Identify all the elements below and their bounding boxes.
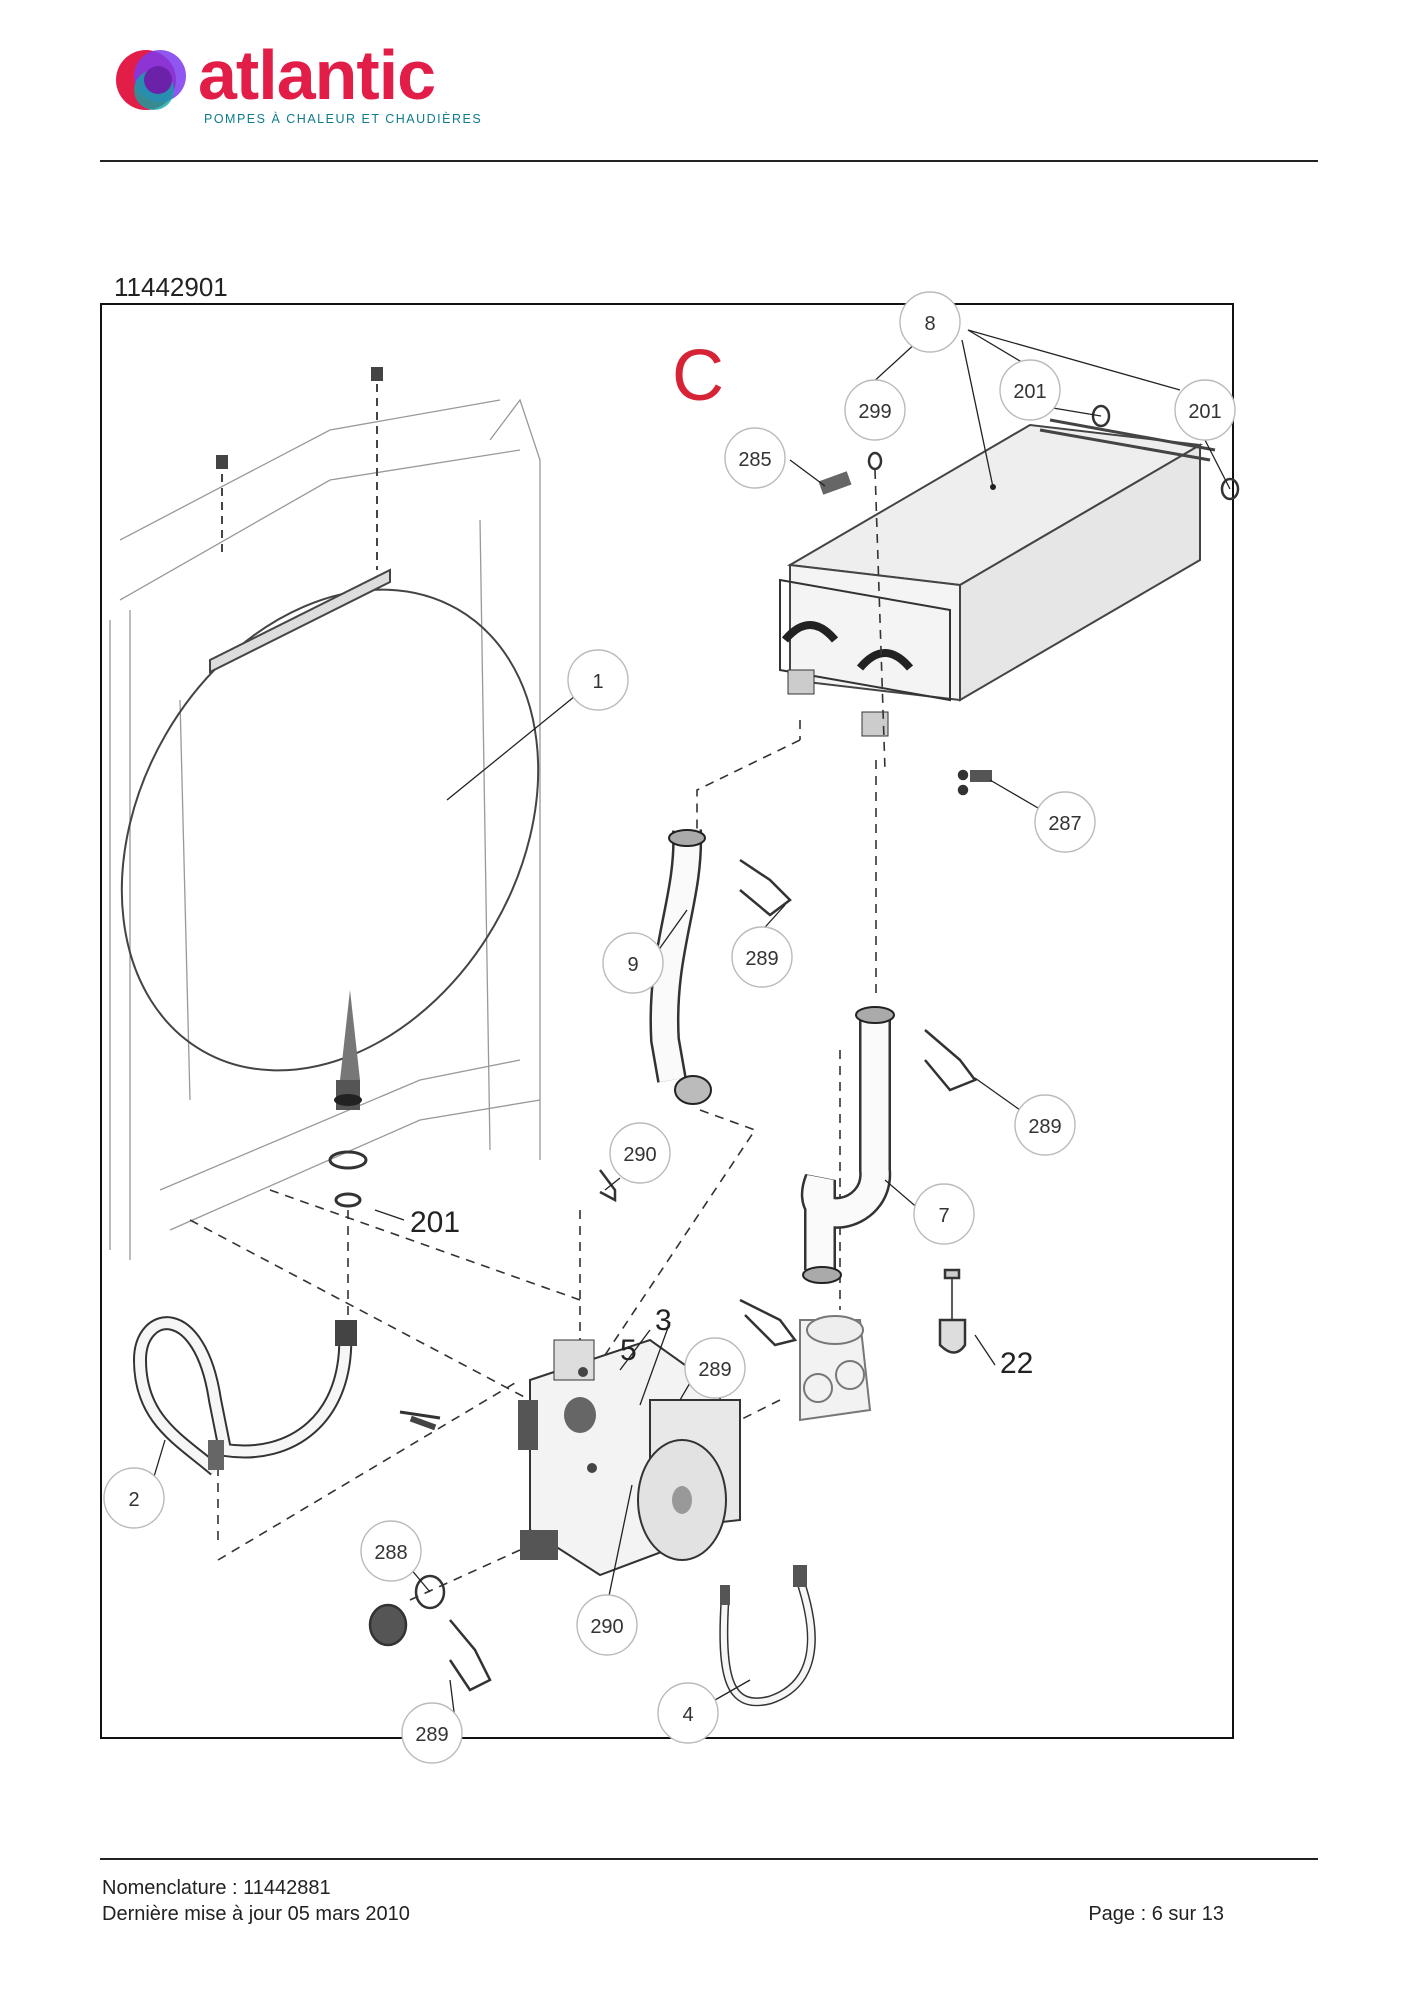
callout-285-label: 285 xyxy=(738,449,771,471)
callout-289-b-label: 289 xyxy=(1028,1116,1061,1138)
logo-tagline: POMPES À CHALEUR ET CHAUDIÈRES xyxy=(204,112,483,126)
label-3: 3 xyxy=(655,1304,672,1337)
pipe-7 xyxy=(801,1006,895,1284)
callout-9: 9 xyxy=(602,932,664,994)
plain-labels: 201 22 5 3 xyxy=(410,1206,1033,1380)
callout-299-label: 299 xyxy=(858,401,891,423)
callout-7-label: 7 xyxy=(938,1205,949,1227)
callout-289-d: 289 xyxy=(401,1702,463,1764)
label-5: 5 xyxy=(620,1334,637,1367)
callout-289-b: 289 xyxy=(1014,1094,1076,1156)
callout-290-a-label: 290 xyxy=(623,1144,656,1166)
assembly-dashed-lines xyxy=(189,469,886,1601)
screws xyxy=(409,1367,597,1473)
callout-4-label: 4 xyxy=(682,1704,693,1726)
clips-and-seals xyxy=(368,858,977,1692)
callout-289-a: 289 xyxy=(731,926,793,988)
callout-9-label: 9 xyxy=(627,954,638,976)
cable-4 xyxy=(719,1565,816,1707)
callout-287-label: 287 xyxy=(1048,813,1081,835)
hose-2 xyxy=(132,1316,357,1476)
callout-7: 7 xyxy=(913,1183,975,1245)
callout-288: 288 xyxy=(360,1520,422,1582)
callout-289-a-label: 289 xyxy=(745,948,778,970)
callout-299: 299 xyxy=(844,379,906,441)
label-201: 201 xyxy=(410,1206,460,1239)
callout-201-a: 201 xyxy=(999,359,1061,421)
callout-2: 2 xyxy=(103,1467,165,1529)
pipe-9 xyxy=(649,829,712,1105)
diagram-frame xyxy=(100,303,1234,1739)
callout-8-label: 8 xyxy=(924,313,935,335)
callout-201-b-label: 201 xyxy=(1188,401,1221,423)
callout-289-d-label: 289 xyxy=(415,1724,448,1746)
callout-290-b: 290 xyxy=(576,1594,638,1656)
label-22: 22 xyxy=(1000,1347,1033,1380)
callout-4: 4 xyxy=(657,1682,719,1744)
chassis-frame xyxy=(109,398,541,1260)
callout-201-b: 201 xyxy=(1174,379,1236,441)
callout-290-b-label: 290 xyxy=(590,1616,623,1638)
logo-wordmark: atlantic xyxy=(198,36,436,114)
callout-289-c-label: 289 xyxy=(698,1359,731,1381)
heat-exchanger xyxy=(779,418,1216,737)
callout-285: 285 xyxy=(724,427,786,489)
atlantic-logo: atlantic POMPES À CHALEUR ET CHAUDIÈRES xyxy=(110,36,490,136)
callout-289-c: 289 xyxy=(684,1337,746,1399)
callout-288-label: 288 xyxy=(374,1542,407,1564)
pump-assembly xyxy=(399,1338,741,1577)
footer-page-number: Page : 6 sur 13 xyxy=(1088,1903,1224,1925)
logo-emblem-icon xyxy=(116,50,186,110)
callout-287: 287 xyxy=(1034,791,1096,853)
document-number: 11442901 xyxy=(114,272,228,302)
footer-last-update: Dernière mise à jour 05 mars 2010 xyxy=(102,1903,410,1925)
callout-201-a-label: 201 xyxy=(1013,381,1046,403)
callout-2-label: 2 xyxy=(128,1489,139,1511)
callout-8: 8 xyxy=(899,291,961,353)
expansion-vessel xyxy=(120,588,540,1208)
callout-1: 1 xyxy=(567,649,629,711)
section-letter: C xyxy=(672,336,724,416)
header-divider xyxy=(100,160,1318,162)
small-fittings xyxy=(818,404,1240,796)
footer-divider xyxy=(100,1858,1318,1860)
footer-nomenclature: Nomenclature : 11442881 xyxy=(102,1877,331,1899)
callout-290-a: 290 xyxy=(609,1122,671,1184)
three-way-valve xyxy=(799,1315,872,1422)
callout-1-label: 1 xyxy=(592,671,603,693)
vessel-bracket xyxy=(209,367,391,674)
